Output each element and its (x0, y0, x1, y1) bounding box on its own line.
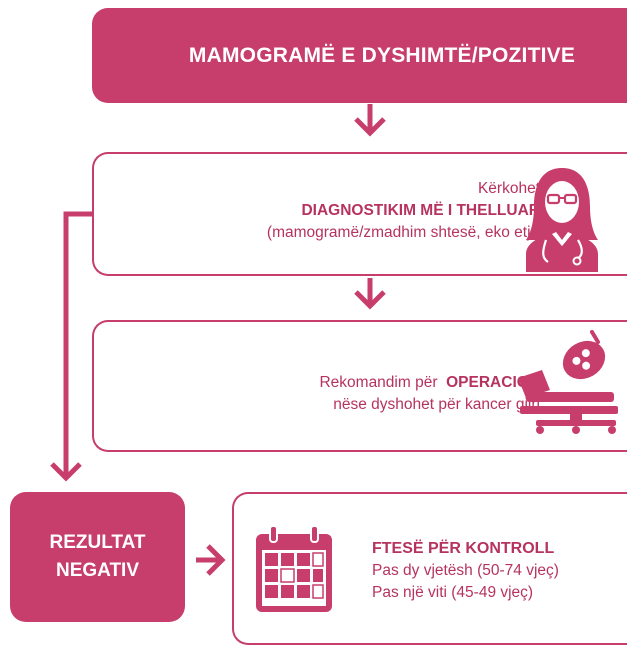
negative-result-box: REZULTAT NEGATIV (10, 492, 185, 622)
doctor-icon (526, 168, 598, 272)
negative-line1: REZULTAT (49, 532, 146, 553)
operation-line1: Rekomandim për OPERACION (319, 372, 540, 394)
control-line1: Pas dy vjetësh (50-74 vjeç) (372, 562, 559, 579)
operation-text: Rekomandim për OPERACION nëse dyshohet p… (319, 372, 540, 416)
control-card: FTESË PËR KONTROLL Pas dy vjetësh (50-74… (232, 492, 627, 645)
diagnostic-line3: (mamogramë/zmadhim shtesë, eko etj.) (266, 224, 540, 241)
operation-keyword: OPERACION (446, 374, 540, 391)
operation-card: Rekomandim për OPERACION nëse dyshohet p… (92, 320, 627, 452)
header-box: MAMOGRAMË E DYSHIMTË/POZITIVE (92, 8, 627, 103)
diagnostic-line1: Kërkohet (477, 180, 540, 197)
operation-prefix: Rekomandim për (319, 374, 438, 391)
operation-line2: nëse dyshohet për kancer gjiri (333, 396, 540, 413)
operating-table-icon (518, 330, 618, 434)
control-line2: Pas një viti (45-49 vjeç) (372, 584, 534, 601)
negative-line2: NEGATIV (55, 560, 140, 581)
diagnostic-line2: DIAGNOSTIKIM MË I THELLUAR (301, 202, 540, 219)
calendar-icon (256, 525, 332, 612)
diagnostic-text: Kërkohet DIAGNOSTIKIM MË I THELLUAR (mam… (267, 178, 540, 244)
control-text: FTESË PËR KONTROLL Pas dy vjetësh (50-74… (372, 538, 559, 604)
header-title: MAMOGRAMË E DYSHIMTË/POZITIVE (188, 43, 576, 67)
diagnostic-card: Kërkohet DIAGNOSTIKIM MË I THELLUAR (mam… (92, 152, 627, 276)
control-title: FTESË PËR KONTROLL (372, 540, 555, 557)
